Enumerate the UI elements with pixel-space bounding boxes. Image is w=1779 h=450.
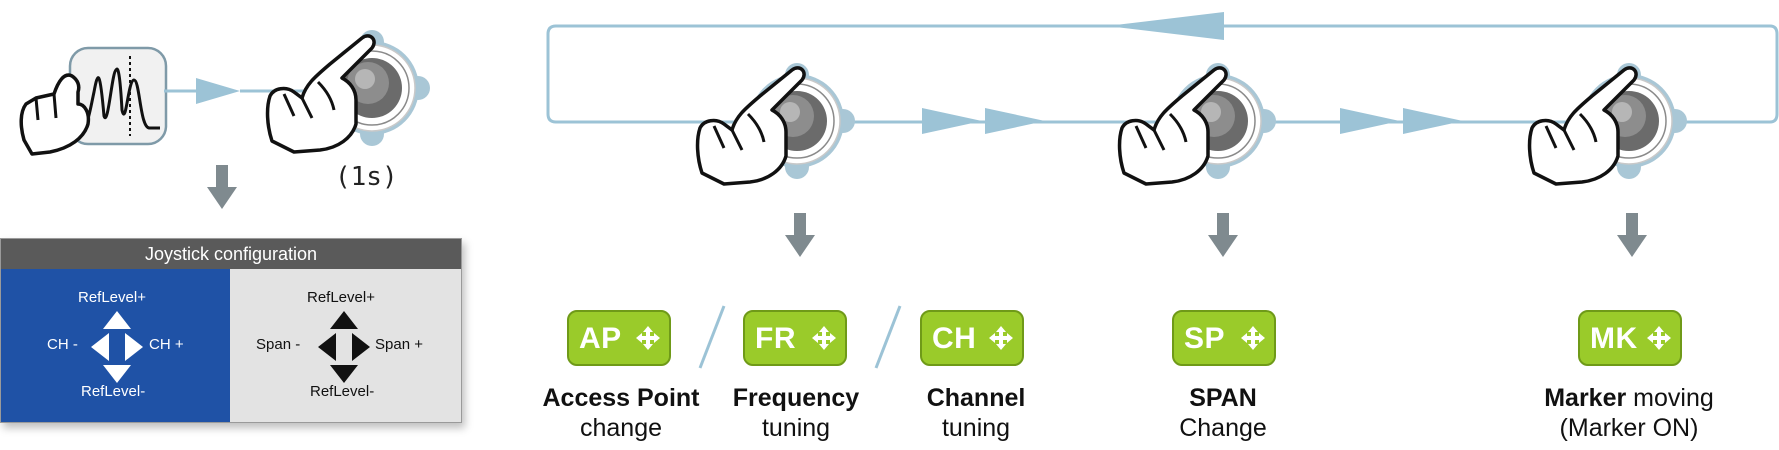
joystick-config-channel: RefLevel+ RefLevel- CH - CH + xyxy=(1,269,230,422)
joystick-config-panel: Joystick configuration RefLevel+ RefLeve… xyxy=(0,238,462,423)
caption-frequency: Frequency tuning xyxy=(686,383,906,443)
caption-line2: (Marker ON) xyxy=(1559,414,1699,442)
left-down-label: RefLevel- xyxy=(81,383,146,400)
down-arrow-3 xyxy=(1617,213,1647,257)
mode-badge-ap: AP xyxy=(567,310,671,366)
cycle-loop-line xyxy=(546,24,1779,124)
dpad-icon-white xyxy=(91,311,143,383)
caption-bold: Frequency xyxy=(732,384,860,412)
move-arrows-icon xyxy=(1241,326,1265,350)
mode-badge-mk: MK xyxy=(1578,310,1682,366)
down-arrow-1 xyxy=(785,213,815,257)
right-down-label: RefLevel- xyxy=(310,383,375,400)
left-up-label: RefLevel+ xyxy=(78,289,146,306)
mode-code-fr: FR xyxy=(755,322,796,355)
touchscreen-spectrum-icon xyxy=(19,46,168,156)
caption-marker: Marker moving (Marker ON) xyxy=(1519,383,1739,443)
mode-badge-fr: FR xyxy=(743,310,847,366)
caption-line2: Change xyxy=(1179,414,1267,442)
caption-bold: Access Point xyxy=(542,384,700,412)
move-arrows-icon xyxy=(636,326,660,350)
caption-bold: Marker xyxy=(1544,384,1627,412)
down-arrow-config xyxy=(207,165,237,209)
mode-code-mk: MK xyxy=(1590,322,1638,355)
move-arrows-icon xyxy=(812,326,836,350)
flow-arrow-1b xyxy=(985,108,1045,134)
caption-access-point: Access Point change xyxy=(511,383,731,443)
flow-arrow-2a xyxy=(1340,108,1400,134)
press-duration-label: (1s) xyxy=(335,162,398,192)
press-arrow xyxy=(196,78,240,104)
flow-arrow-1a xyxy=(922,108,982,134)
right-up-label: RefLevel+ xyxy=(307,289,375,306)
dpad-icon-black xyxy=(318,311,370,383)
caption-bold: SPAN xyxy=(1189,384,1257,412)
mode-code-ap: AP xyxy=(579,322,622,355)
mode-code-ch: CH xyxy=(932,322,977,355)
badge-separator-1 xyxy=(698,305,726,369)
caption-bold: Channel xyxy=(926,384,1026,412)
caption-channel: Channel tuning xyxy=(866,383,1086,443)
joystick-config-title: Joystick configuration xyxy=(1,239,461,269)
flow-arrow-2b xyxy=(1403,108,1463,134)
caption-line2: change xyxy=(579,414,663,442)
caption-rest: moving xyxy=(1626,384,1714,412)
mode-code-sp: SP xyxy=(1184,322,1226,355)
loop-return-arrow xyxy=(1107,12,1224,40)
move-arrows-icon xyxy=(989,326,1013,350)
caption-line2: tuning xyxy=(761,414,831,442)
right-left-label: Span - xyxy=(256,336,301,353)
mode-badge-ch: CH xyxy=(920,310,1024,366)
down-arrow-2 xyxy=(1208,213,1238,257)
caption-span: SPAN Change xyxy=(1113,383,1333,443)
left-left-label: CH - xyxy=(47,336,78,353)
badge-separator-2 xyxy=(874,305,902,369)
right-right-label: Span + xyxy=(375,336,423,353)
move-arrows-icon xyxy=(1647,326,1671,350)
left-right-label: CH + xyxy=(149,336,184,353)
joystick-config-span: RefLevel+ RefLevel- Span - Span + xyxy=(230,269,461,422)
caption-line2: tuning xyxy=(941,414,1011,442)
mode-badge-sp: SP xyxy=(1172,310,1276,366)
